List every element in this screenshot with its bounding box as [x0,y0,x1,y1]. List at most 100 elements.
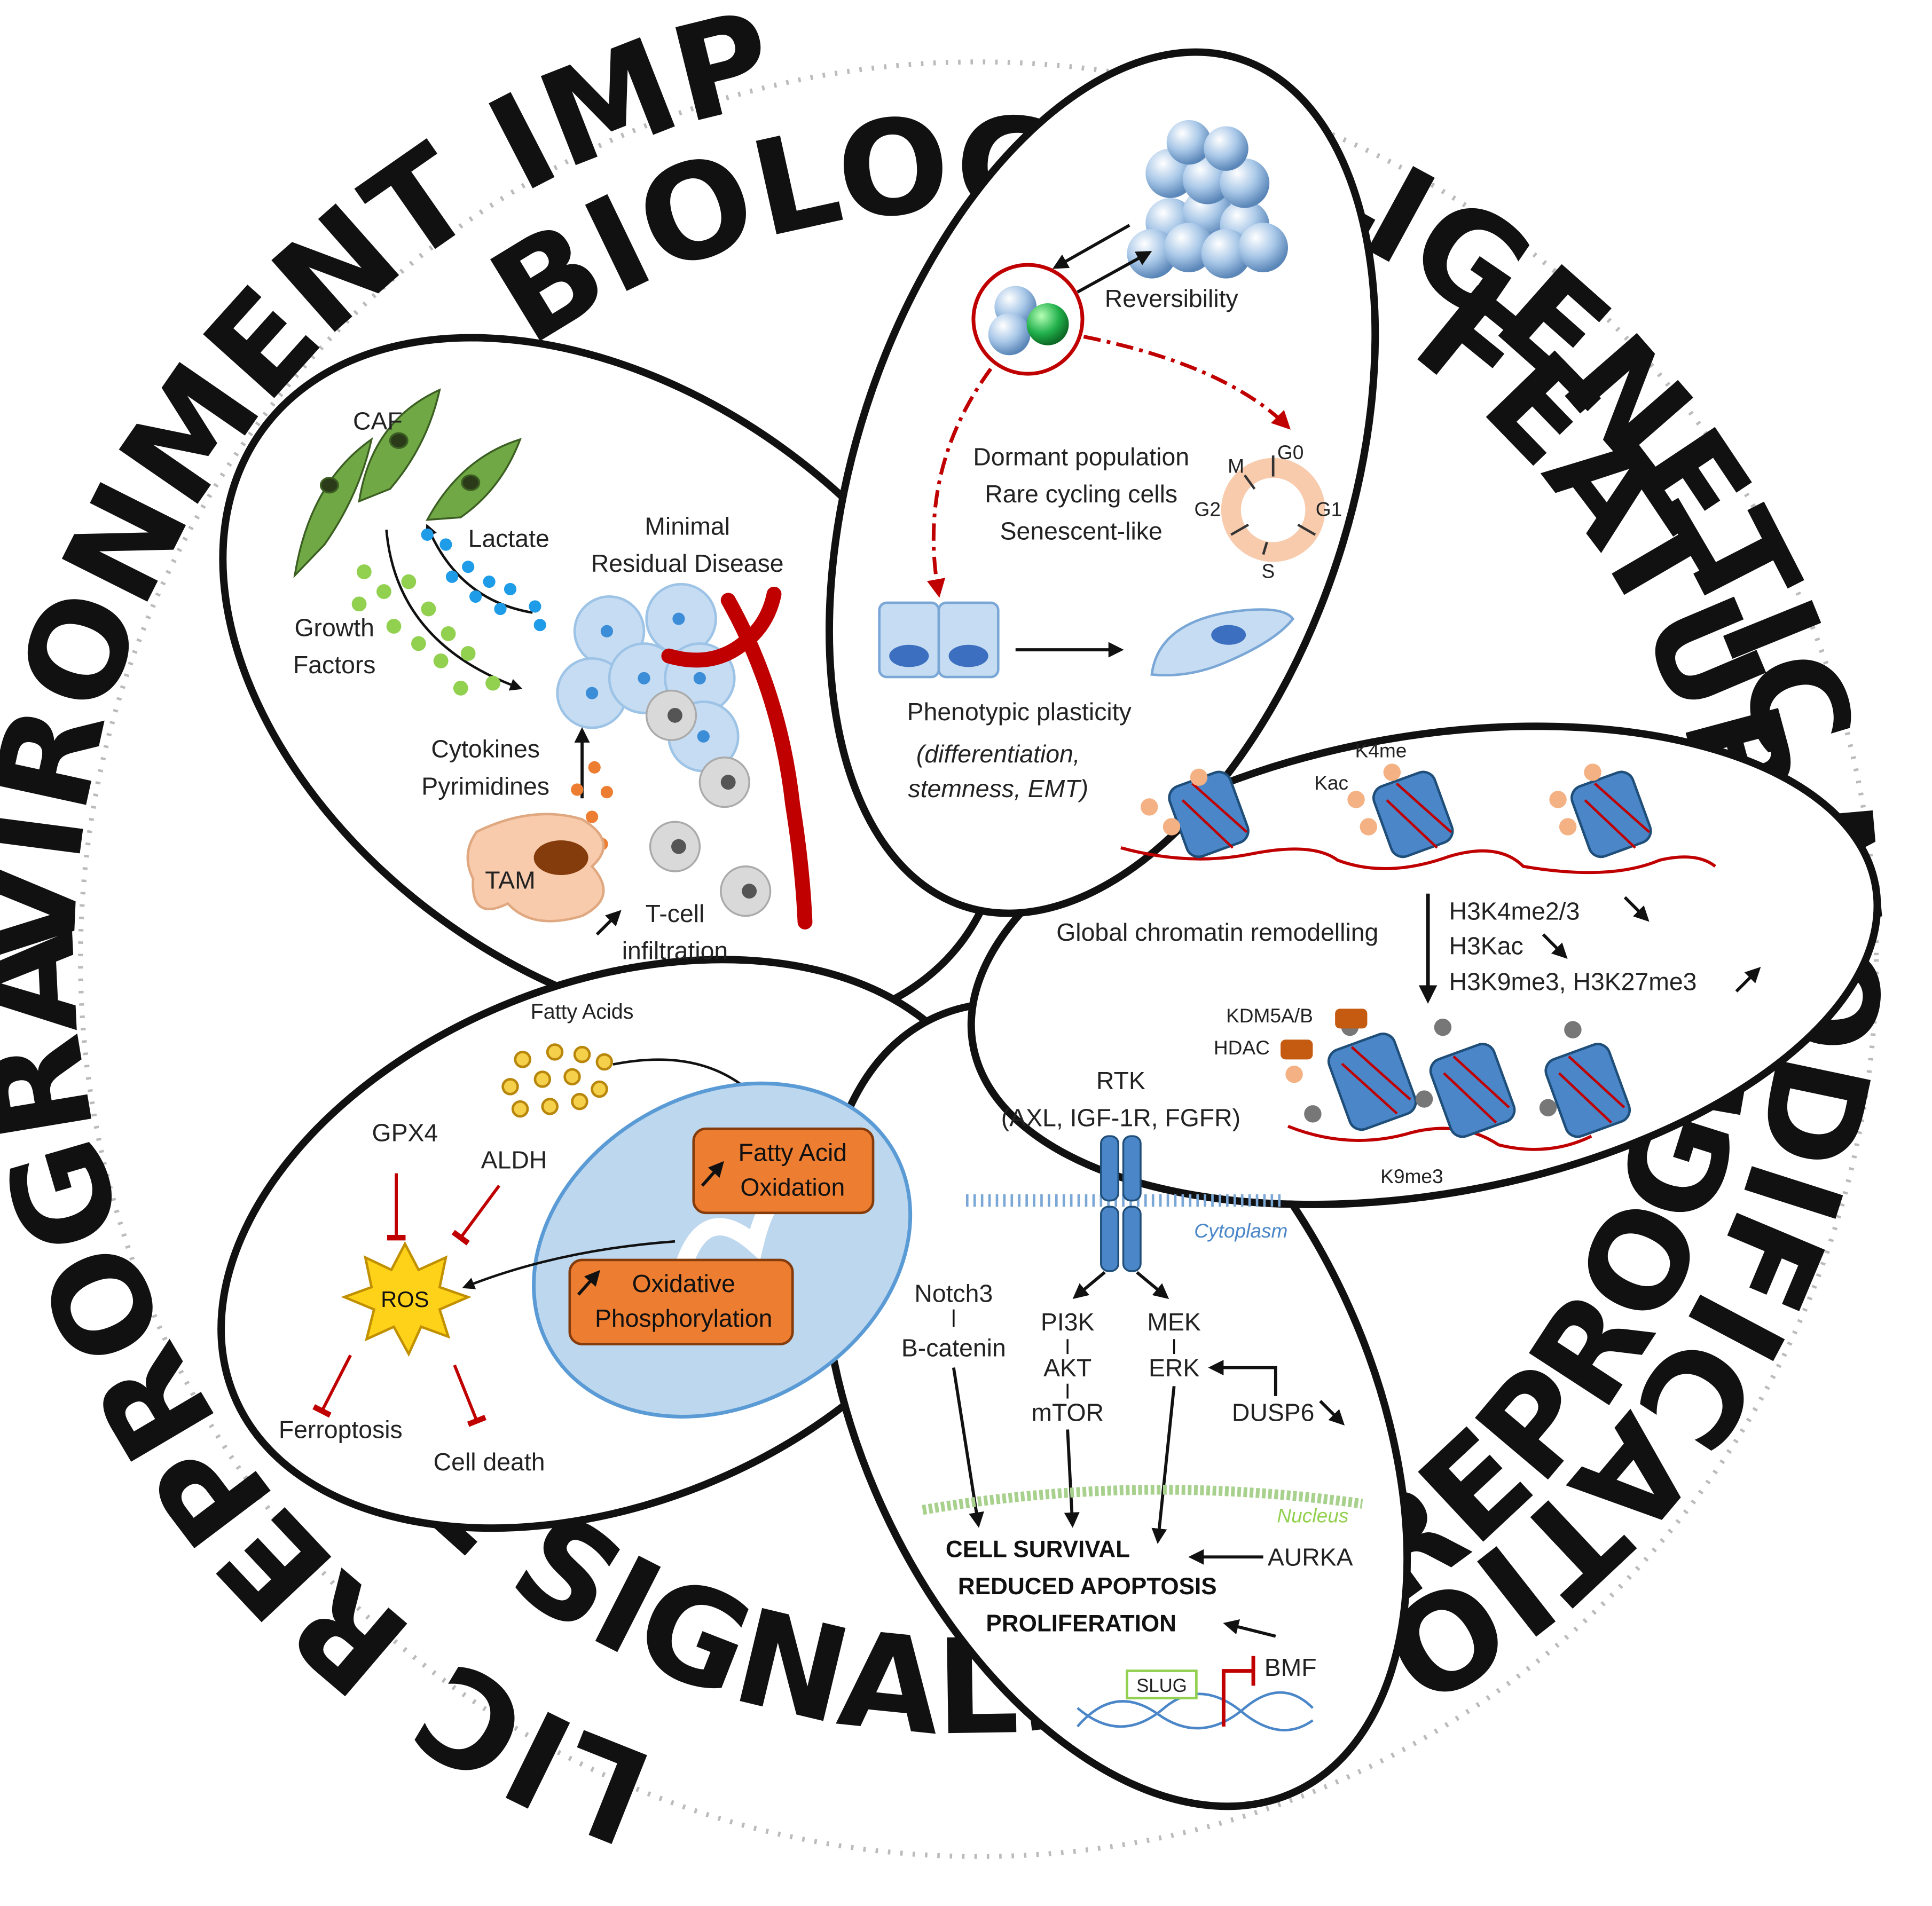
tam-cell-icon [466,813,605,923]
ros-death-inhibit [453,1364,486,1427]
mesenchymal-nucleus [1211,625,1246,645]
tam-label: TAM [485,866,535,894]
fao-box [692,1127,875,1215]
dna-strand-top [1120,846,1716,875]
reduced-apoptosis-label: REDUCED APOPTOSIS [958,1573,1217,1600]
cell-survival-label: CELL SURVIVAL [946,1536,1130,1562]
cytoplasm-label: Cytoplasm [1194,1219,1287,1242]
rare-cycling-label: Rare cycling cells [985,480,1177,508]
notch3-label: Notch3 [914,1280,993,1308]
persister-cell-icon [971,263,1085,376]
nucleosome-open-3 [1549,763,1652,859]
ferroptosis-label: Ferroptosis [279,1416,403,1444]
oxphos-label-2: Phosphorylation [595,1304,773,1332]
fatty-acids-label: Fatty Acids [531,1000,634,1023]
lactate-arrow [425,523,533,614]
nucleosome-closed-1 [1285,1018,1417,1131]
erk-survival-arrow [1151,1386,1176,1544]
cell-cluster-icon [1127,120,1288,279]
cell-cycle-icon [1221,455,1325,562]
kac-label: Kac [1314,771,1348,794]
h3k4-down-arrow [1623,896,1650,922]
hdac-label: HDAC [1214,1036,1270,1059]
epithelial-cells-icon [878,601,1000,679]
mtor-label: mTOR [1031,1398,1104,1426]
plasticity-detail-1: (differentiation, [916,740,1080,768]
tcell-infiltration-arrow [595,910,622,936]
oxphos-label-1: Oxidative [632,1270,735,1297]
h3kac-down-arrow [1542,933,1568,959]
cycle-s-label: S [1262,560,1275,582]
phenotypic-plasticity-label: Phenotypic plasticity [907,698,1132,726]
mrd-label-1: Minimal [645,512,730,540]
lactate-molecules-icon [421,528,546,632]
tcell-label-2: infiltration [622,937,728,965]
outer-dotted-ring [78,59,1879,1859]
kdm-label: KDM5A/B [1226,1004,1313,1027]
h3k9-up-arrow [1735,967,1761,993]
pyrimidines-label: Pyrimidines [421,772,549,800]
gpx4-label: GPX4 [372,1119,438,1146]
reversibility-arrow-forward [1077,251,1152,294]
rtk-list-label: (AXL, IGF-1R, FGFR) [1001,1104,1240,1132]
reversibility-arrow-back [1052,224,1130,269]
fao-label-1: Fatty Acid [739,1138,847,1166]
bmf-arrow [1223,1619,1276,1638]
proliferation-label: PROLIFERATION [986,1610,1176,1636]
nucleosome-open-2 [1347,763,1454,859]
mrd-label-2: Residual Disease [591,549,784,577]
kdm-enzyme-icon [1335,1009,1368,1029]
mtor-survival-arrow [1064,1429,1080,1528]
h3k4-label: H3K4me2/3 [1449,897,1580,925]
cycle-g2-label: G2 [1195,498,1221,521]
dusp6-erk-arrow [1208,1360,1277,1396]
aurka-label: AURKA [1268,1543,1353,1571]
ros-ferroptosis-inhibit [312,1354,352,1418]
oxphos-box [568,1258,794,1345]
growth-factors-arrow [385,529,523,691]
growth-factors-label-2: Factors [293,651,376,679]
aldh-label: ALDH [481,1146,547,1173]
bmf-label: BMF [1265,1653,1317,1681]
cytokines-label: Cytokines [431,735,540,763]
caf-cells-icon [293,388,522,579]
cycle-m-label: M [1228,455,1244,477]
hdac-enzyme-icon [1281,1039,1313,1060]
slug-gene-box [1126,1669,1198,1699]
akt-label: AKT [1043,1354,1091,1382]
nuclear-envelope [922,1484,1363,1515]
t-cells-icon [645,689,772,917]
ros-burst-icon [341,1241,472,1357]
nucleosome-closed-2 [1415,1018,1516,1138]
aldh-inhibit [451,1185,500,1246]
rtk-to-pi3k-arrow [1072,1271,1106,1299]
bcatenin-label: B-catenin [901,1334,1006,1362]
rtk-receptor-icon [1100,1135,1142,1272]
plasticity-arrow [926,367,993,598]
tcell-label-1: T-cell [646,900,705,927]
h3k9-label: H3K9me3, H3K27me3 [1449,968,1697,996]
global-remodelling-label: Global chromatin remodelling [1056,918,1378,946]
h3kac-label: H3Kac [1449,932,1523,959]
slug-label: SLUG [1136,1676,1187,1696]
k4me-label: K4me [1355,739,1407,762]
cycle-g0-label: G0 [1277,441,1303,463]
tam-nucleus [533,840,588,875]
ros-label: ROS [381,1287,429,1312]
cell-death-label: Cell death [434,1448,545,1476]
reversibility-label: Reversibility [1105,285,1239,312]
fao-up-arrow [701,1161,724,1187]
senescent-like-label: Senescent-like [1000,517,1163,545]
k9me3-label: K9me3 [1380,1165,1443,1187]
oxphos-to-ros-arrow [462,1240,676,1289]
lactate-label: Lactate [468,525,549,553]
growth-factors-icon [351,564,500,696]
growth-factors-label-1: Growth [294,614,374,642]
dormant-population-label: Dormant population [973,443,1189,471]
dusp6-down-arrow [1319,1400,1345,1426]
cycle-g1-label: G1 [1316,498,1342,521]
mek-label: MEK [1147,1308,1201,1336]
rtk-to-mek-arrow [1136,1271,1169,1299]
oxphos-up-arrow [577,1270,601,1296]
